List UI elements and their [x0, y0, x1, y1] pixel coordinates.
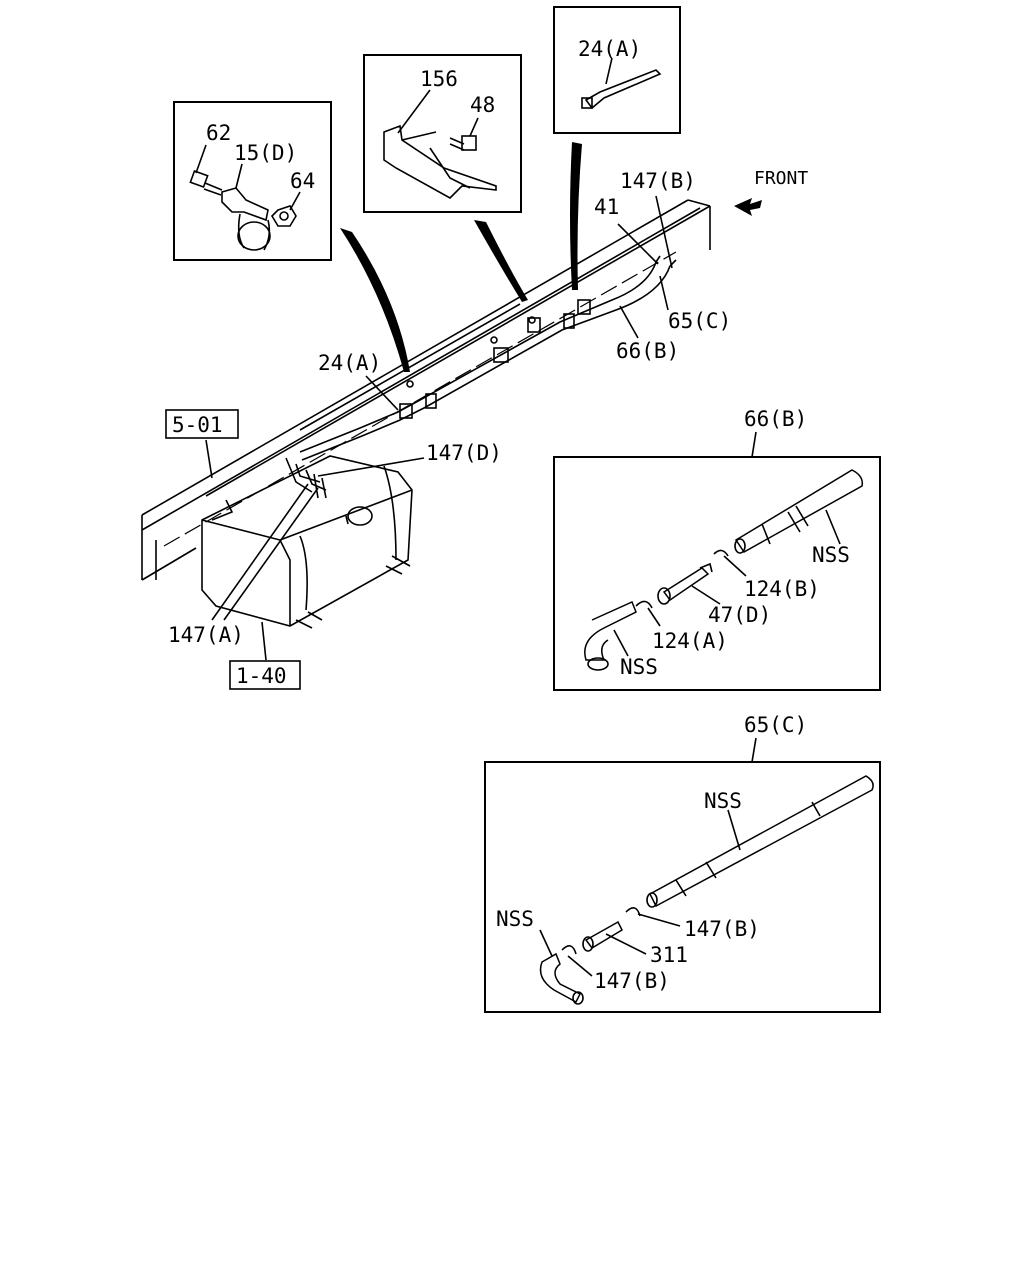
- label-nss-66-bend: NSS: [620, 655, 658, 679]
- detail-box-tie: [553, 6, 681, 134]
- label-66b-detail-title: 66(B): [744, 407, 807, 431]
- label-147b-main: 147(B): [620, 169, 696, 193]
- label-5-01: 5-01: [172, 413, 223, 437]
- label-147b-65-lower: 147(B): [594, 969, 670, 993]
- detail-box-66b: [553, 431, 881, 691]
- front-arrow-icon: [734, 198, 762, 216]
- label-47d: 47(D): [708, 603, 771, 627]
- label-156: 156: [420, 67, 458, 91]
- fuel-pipes: [285, 255, 677, 499]
- fuel-tank: [201, 455, 413, 629]
- clip-15d-part: [221, 163, 271, 251]
- leader-lines-main: [205, 195, 673, 661]
- ref-box-5-01: [165, 409, 239, 439]
- label-15d: 15(D): [234, 141, 297, 165]
- label-nss-65-bend: NSS: [496, 907, 534, 931]
- label-41: 41: [594, 195, 619, 219]
- label-front: FRONT: [754, 168, 808, 189]
- label-147a: 147(A): [168, 623, 244, 647]
- detail-box-clip: [173, 101, 332, 261]
- detail-box-65c: [484, 737, 881, 1013]
- label-nss-66-pipe: NSS: [812, 543, 850, 567]
- label-124a: 124(A): [652, 629, 728, 653]
- label-147b-65-upper: 147(B): [684, 917, 760, 941]
- label-64: 64: [290, 169, 315, 193]
- label-48: 48: [470, 93, 495, 117]
- label-66b-main: 66(B): [616, 339, 679, 363]
- pointer-wedges: [340, 142, 582, 372]
- label-24a-main: 24(A): [318, 351, 381, 375]
- label-147d: 147(D): [426, 441, 502, 465]
- label-62: 62: [206, 121, 231, 145]
- ref-box-1-40: [229, 660, 301, 690]
- detail-box-bracket: [363, 54, 522, 213]
- label-nss-65-pipe: NSS: [704, 789, 742, 813]
- nut-64-part: [270, 191, 301, 227]
- label-311: 311: [650, 943, 688, 967]
- label-1-40: 1-40: [236, 664, 287, 688]
- label-65c-detail-title: 65(C): [744, 713, 807, 737]
- bolt-62-part: [189, 144, 223, 196]
- label-24a-tie: 24(A): [578, 37, 641, 61]
- label-124b: 124(B): [744, 577, 820, 601]
- label-65c-main: 65(C): [668, 309, 731, 333]
